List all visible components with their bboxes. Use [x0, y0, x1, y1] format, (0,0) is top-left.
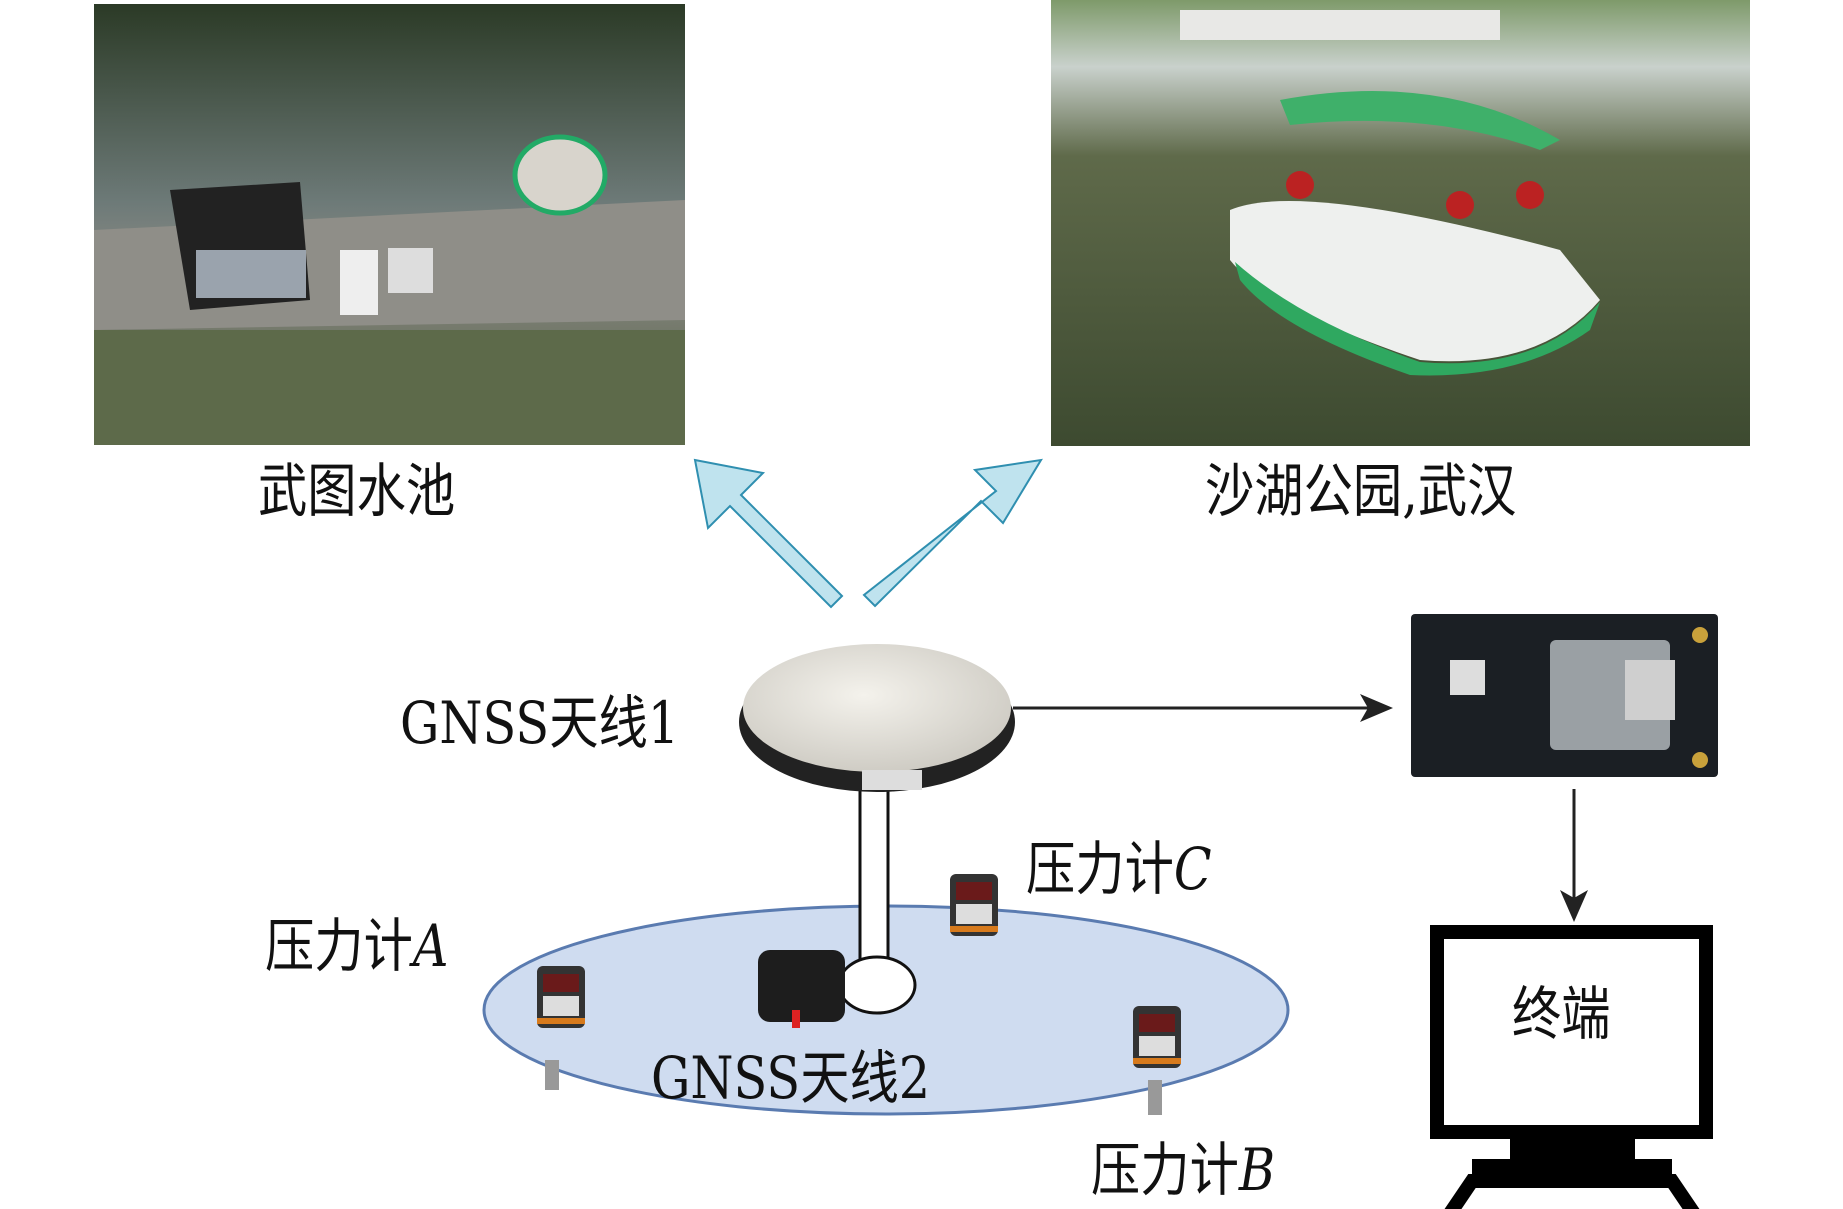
label-pressure-gauge-a: 压力计A	[265, 917, 449, 975]
photo-shahu-park	[1051, 0, 1750, 446]
gauge-prefix: 压力计	[1026, 835, 1174, 903]
gauge-prefix: 压力计	[265, 912, 413, 980]
gauge-letter: A	[412, 912, 449, 980]
gnss-antenna-2-icon	[758, 950, 845, 1028]
arrow-to-receiver-board	[1013, 694, 1393, 722]
arrow-to-pool	[693, 458, 844, 609]
antenna-pole	[858, 778, 890, 982]
gnss-antenna-1-icon	[739, 644, 1015, 792]
pressure-gauge-c-icon	[950, 874, 998, 936]
label-pressure-gauge-c: 压力计C	[1026, 840, 1212, 898]
gauge-letter: C	[1173, 835, 1212, 903]
buoy-antenna-icon	[512, 134, 608, 216]
boat-canopy	[1280, 91, 1560, 150]
label-gnss-antenna-2: GNSS天线2	[651, 1044, 931, 1112]
arrow-to-terminal	[1560, 789, 1588, 922]
label-pressure-gauge-b: 压力计B	[1091, 1141, 1275, 1199]
arrow-to-lake	[862, 458, 1043, 608]
gauge-letter: B	[1238, 1136, 1276, 1204]
photo-wutu-pool	[94, 4, 685, 445]
caption-wutu-pool: 武图水池	[258, 457, 456, 525]
terminal-monitor-icon	[1430, 925, 1713, 1209]
caption-shahu-park: 沙湖公园,武汉	[1205, 457, 1517, 525]
boat-hull	[1235, 262, 1600, 376]
pressure-gauge-b-icon	[1133, 1006, 1181, 1068]
label-gnss-antenna-1: GNSS天线1	[400, 689, 680, 757]
label-terminal: 终端	[1512, 980, 1611, 1048]
device-icon	[340, 250, 378, 315]
receiver-board-icon	[1411, 614, 1718, 777]
pressure-gauge-a-icon	[537, 966, 585, 1028]
gauge-prefix: 压力计	[1091, 1136, 1239, 1204]
